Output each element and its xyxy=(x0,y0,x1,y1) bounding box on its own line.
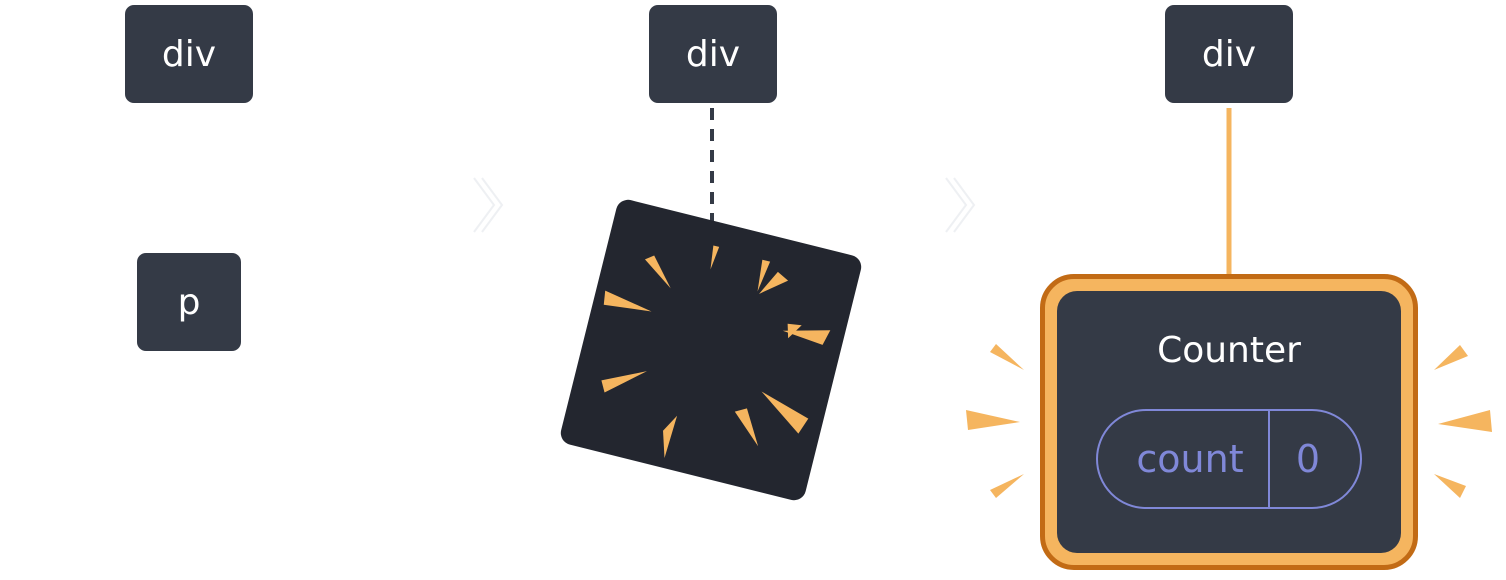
stage3-div-node: div xyxy=(1165,5,1293,103)
stage1-p-label: p xyxy=(177,281,201,323)
stage1-p-node: p xyxy=(137,253,241,351)
stage1-div-label: div xyxy=(161,33,217,75)
state-key: count xyxy=(1136,437,1244,481)
stage2-div-node: div xyxy=(649,5,777,103)
arrow-right-icon xyxy=(945,177,976,233)
state-value: 0 xyxy=(1295,437,1321,481)
state-pill xyxy=(1096,409,1362,509)
stage2-div-label: div xyxy=(685,33,741,75)
state-pill-divider xyxy=(1268,411,1270,507)
stage1-div-node: div xyxy=(125,5,253,103)
counter-title: Counter xyxy=(1157,330,1301,371)
stage3-div-label: div xyxy=(1201,33,1257,75)
poof-burst-icon xyxy=(560,199,862,501)
arrow-right-icon xyxy=(473,177,504,233)
sparkle-icon xyxy=(966,344,1492,498)
